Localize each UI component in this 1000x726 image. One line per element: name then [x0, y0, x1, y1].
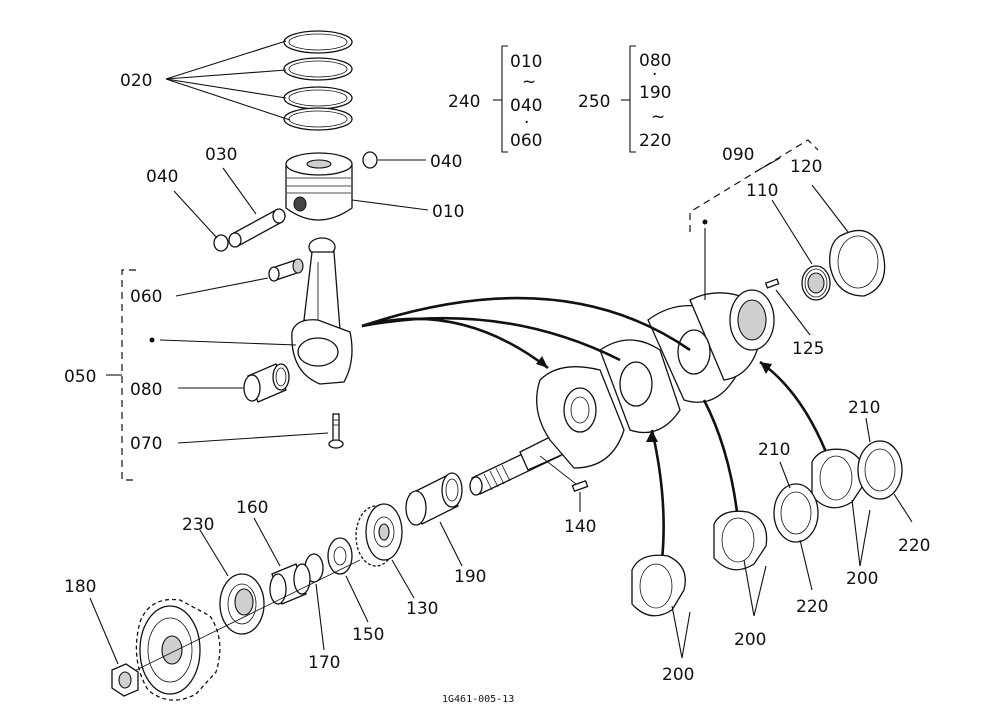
small-end-bushing	[268, 258, 304, 282]
crank-gear	[355, 503, 403, 567]
thrust-washer-left	[773, 483, 819, 543]
connecting-rod	[291, 237, 353, 385]
crankshaft	[469, 289, 775, 496]
label-200-middle: 200	[734, 630, 766, 650]
label-090: 090	[722, 145, 754, 165]
thrust-washer-right	[857, 440, 903, 500]
label-040-left: 040	[146, 167, 178, 187]
piston-pin	[228, 208, 286, 248]
set250-item-4: ~	[651, 107, 665, 127]
ball-bearing	[801, 265, 831, 301]
woodruff-key	[571, 479, 589, 493]
label-170: 170	[308, 653, 340, 673]
label-040-right: 040	[430, 152, 462, 172]
set240-item-5: 060	[510, 131, 542, 151]
label-160: 160	[236, 498, 268, 518]
set240-item-4: ·	[524, 113, 529, 133]
label-220-left: 220	[796, 597, 828, 617]
label-150: 150	[352, 625, 384, 645]
label-120: 120	[790, 157, 822, 177]
oil-seal-rear	[829, 229, 886, 297]
label-240: 240	[448, 92, 480, 112]
label-190: 190	[454, 567, 486, 587]
label-030: 030	[205, 145, 237, 165]
set240-item-2: ~	[522, 72, 536, 92]
collar	[327, 537, 353, 575]
front-bushing	[405, 472, 463, 526]
crank-nut	[111, 663, 139, 697]
circlip-left	[213, 234, 229, 252]
label-200-right: 200	[846, 569, 878, 589]
crankpin-bearing	[243, 363, 290, 403]
label-060: 060	[130, 287, 162, 307]
label-070: 070	[130, 434, 162, 454]
figure-code: 1G461-005-13	[442, 694, 514, 705]
set250-item-5: 220	[639, 131, 671, 151]
label-130: 130	[406, 599, 438, 619]
set250-item-3: 190	[639, 83, 671, 103]
label-050: 050	[64, 367, 96, 387]
connecting-rod-bolt	[328, 413, 344, 449]
crank-pulley	[119, 559, 361, 701]
label-250: 250	[578, 92, 610, 112]
label-020: 020	[120, 71, 152, 91]
label-200-left: 200	[662, 665, 694, 685]
set240-item-3: 040	[510, 96, 542, 116]
label-080: 080	[130, 380, 162, 400]
main-bearing-2	[713, 510, 768, 571]
oil-seal-front	[219, 573, 265, 635]
piston	[285, 152, 353, 221]
label-230: 230	[182, 515, 214, 535]
set250-item-1: 080	[639, 51, 671, 71]
set250-item-2: ·	[652, 65, 657, 85]
label-210-right: 210	[848, 398, 880, 418]
sleeve	[269, 563, 311, 605]
label-110: 110	[746, 181, 778, 201]
label-220-right: 220	[898, 536, 930, 556]
piston-rings	[283, 30, 353, 131]
label-125: 125	[792, 339, 824, 359]
label-180: 180	[64, 577, 96, 597]
label-010: 010	[432, 202, 464, 222]
circlip-right	[362, 151, 378, 169]
dowel-pin	[764, 278, 780, 289]
main-bearing-1	[631, 554, 686, 617]
label-210-left: 210	[758, 440, 790, 460]
main-bearing-3	[811, 448, 866, 509]
set240-item-1: 010	[510, 52, 542, 72]
label-140: 140	[564, 517, 596, 537]
